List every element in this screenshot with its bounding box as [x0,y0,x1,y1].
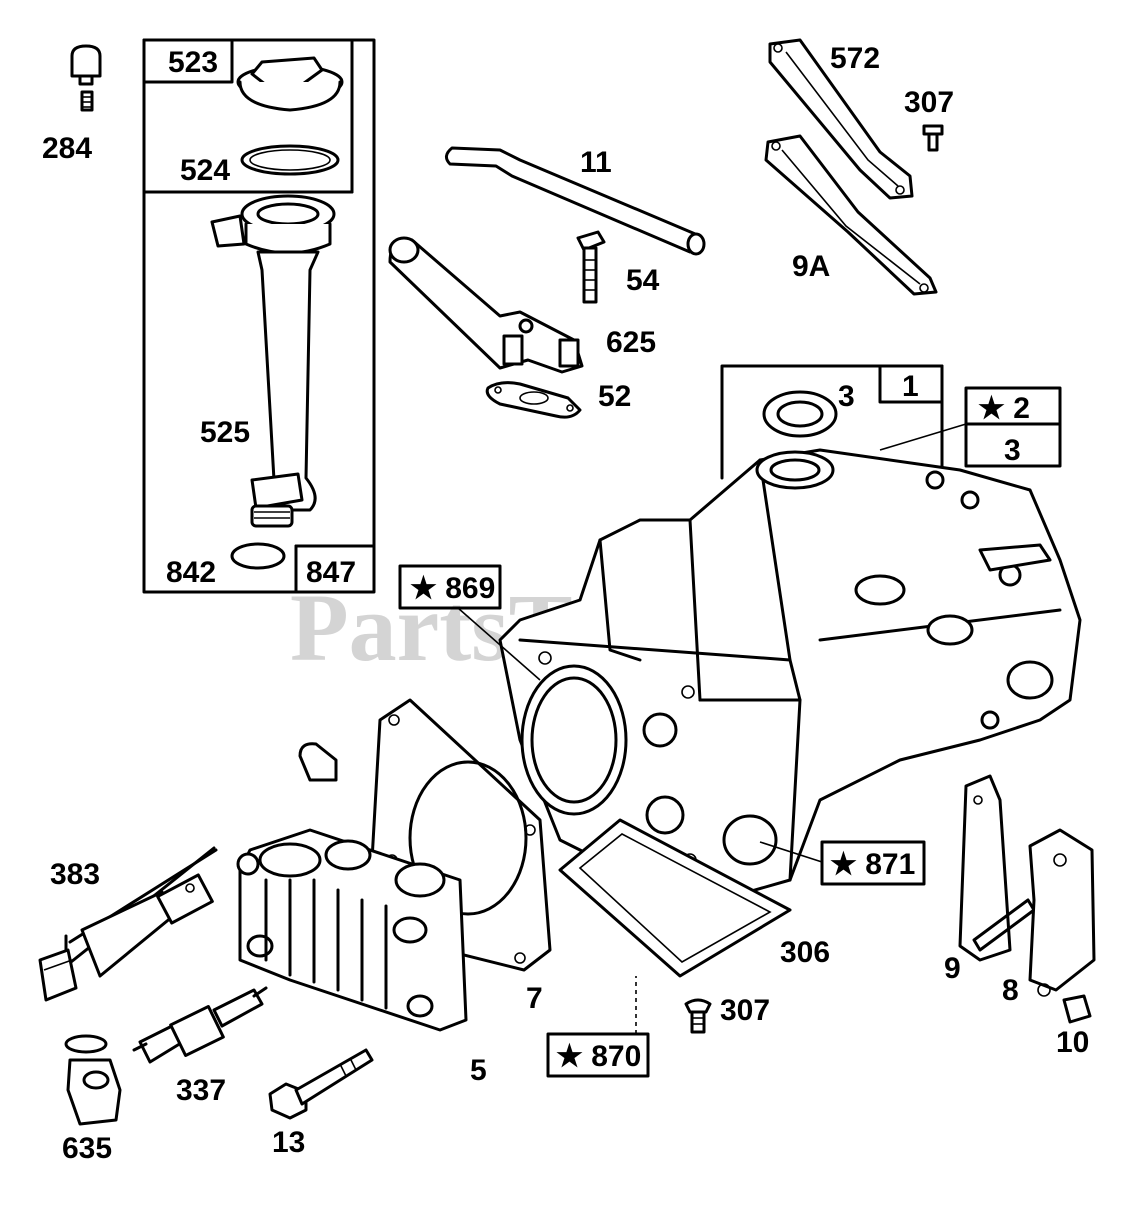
spark-plug-part [132,986,268,1064]
screw-307-top-part [922,124,944,152]
callout-3-box: 3 [1004,434,1021,467]
callout-870: ★ 870 [556,1040,641,1073]
breather-tube-part [445,146,706,256]
callout-869: ★ 869 [410,572,495,605]
callout-842: 842 [166,556,216,589]
part-9 [958,774,1036,962]
o-ring-842-part [230,542,286,570]
o-ring-524-part [240,144,340,176]
cylinder-block-part [498,448,1082,902]
gasket-9a-part [764,134,938,296]
screw-307-bottom-part [684,998,712,1034]
callout-5: 5 [470,1054,487,1087]
callout-869-box [398,564,502,610]
callout-307-top: 307 [904,86,954,119]
callout-52: 52 [598,380,631,413]
cylinder-head-part [236,742,468,1032]
bolt-13-part [268,1048,374,1120]
oil-fill-plug-part [70,44,102,112]
oil-seal-part [762,390,838,438]
base-gasket-part [558,818,792,978]
callout-2: ★ 2 [978,392,1030,425]
dipstick-cap-part [236,56,344,112]
callout-625: 625 [606,326,656,359]
callout-307-bottom: 307 [720,994,770,1027]
callout-524: 524 [180,154,230,187]
callout-9: 9 [944,952,961,985]
callout-525: 525 [200,416,250,449]
callout-11: 11 [580,146,612,179]
callout-572: 572 [830,42,880,75]
leader-869 [457,607,541,681]
callout-337: 337 [176,1074,226,1107]
callout-8: 8 [1002,974,1019,1007]
dipstick-kit-box [142,38,376,594]
breather-body-part [388,236,584,374]
callout-9a: 9A [792,250,830,283]
part-10 [1062,994,1092,1024]
crankcase-kit-box [720,364,1062,480]
breather-cover-572-part [768,38,914,200]
callout-1: 1 [902,370,919,403]
callout-3: 3 [838,380,855,413]
callout-871-box [820,840,926,886]
callout-635: 635 [62,1132,112,1165]
part-383 [38,846,218,1002]
callout-871: ★ 871 [830,848,915,881]
callout-13: 13 [272,1126,305,1159]
callout-7: 7 [526,982,543,1015]
callout-284: 284 [42,132,92,165]
callout-523: 523 [168,46,218,79]
dipstick-tube-part [210,194,336,528]
leader-871 [759,841,823,863]
callout-54: 54 [626,264,660,297]
part-8 [1028,828,1096,997]
gasket-52-part [485,381,582,419]
callout-10: 10 [1056,1026,1089,1059]
callout-870-box [546,1032,650,1078]
callout-306: 306 [780,936,830,969]
callout-383: 383 [50,858,100,891]
part-635 [64,1034,122,1126]
callout-847: 847 [306,556,356,589]
bolt-54-part [576,230,606,304]
